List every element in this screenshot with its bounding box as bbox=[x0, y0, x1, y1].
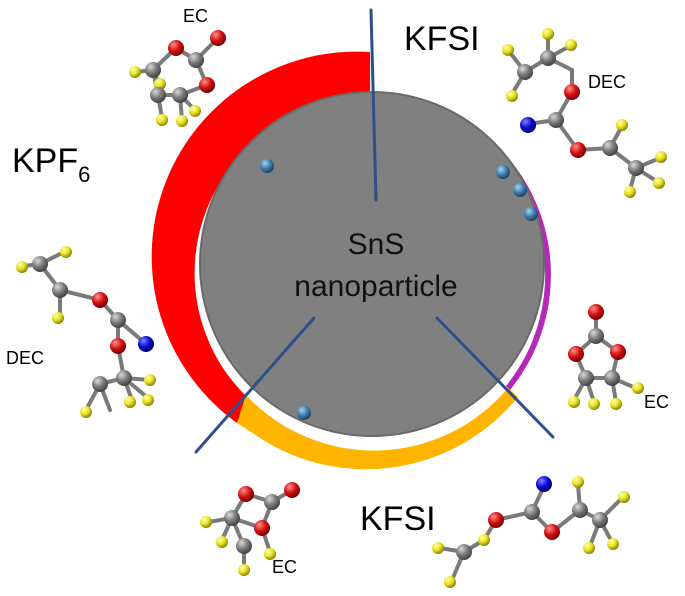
ion-sphere bbox=[260, 159, 274, 173]
potassium-ions bbox=[260, 159, 538, 420]
dec-label-right: DEC bbox=[588, 72, 626, 92]
kfsi-shell-bottom bbox=[237, 388, 518, 470]
sei-shells bbox=[151, 51, 551, 470]
dec-molecule-bottom bbox=[432, 476, 630, 588]
kfsi-label-bottom: KFSI bbox=[360, 500, 436, 538]
dec-molecule-right bbox=[502, 28, 667, 198]
ec-label-bottom: EC bbox=[272, 557, 297, 577]
particle-label-line2: nanoparticle bbox=[294, 270, 457, 303]
divider-line-left bbox=[194, 316, 316, 454]
ec-molecule-bottom bbox=[200, 482, 300, 576]
dec-label-left: DEC bbox=[6, 348, 44, 368]
divider-line-top bbox=[369, 8, 378, 202]
ion-sphere bbox=[524, 207, 538, 221]
kpf6-label-main: KPF bbox=[12, 142, 78, 180]
kpf6-shell bbox=[151, 51, 370, 423]
divider-lines bbox=[194, 8, 555, 454]
kpf6-label: KPF6 bbox=[12, 142, 90, 187]
ec-molecule-right bbox=[568, 304, 644, 410]
ion-sphere bbox=[496, 165, 510, 179]
ion-sphere bbox=[297, 406, 311, 420]
kpf6-label-subscript: 6 bbox=[78, 162, 90, 187]
ec-label-top: EC bbox=[183, 6, 208, 26]
divider-line-right bbox=[435, 316, 555, 439]
dec-molecule-left bbox=[16, 246, 156, 418]
sns-nanoparticle bbox=[199, 91, 545, 437]
ec-label-right: EC bbox=[644, 392, 669, 412]
ion-sphere bbox=[513, 183, 527, 197]
kfsi-label-top: KFSI bbox=[404, 20, 480, 58]
particle-label-line1: SnS bbox=[348, 228, 405, 261]
ec-molecule-top bbox=[129, 30, 226, 127]
